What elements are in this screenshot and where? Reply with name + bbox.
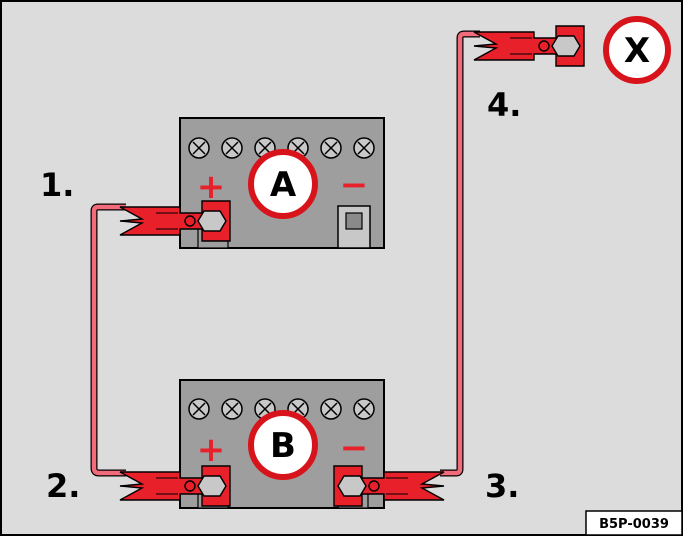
battery-b-plus-sign: + bbox=[197, 430, 226, 470]
jump-cable-positive bbox=[90, 203, 126, 477]
clamp-1-battery-a-positive bbox=[119, 200, 231, 242]
jump-cable-negative bbox=[440, 30, 480, 477]
battery-b-badge: B bbox=[248, 410, 318, 480]
step-label-1: 1. bbox=[40, 166, 74, 204]
battery-a: + − A bbox=[179, 117, 385, 249]
battery-a-minus-sign: − bbox=[340, 165, 369, 205]
clamp-4-ground bbox=[473, 25, 585, 67]
battery-b-minus-sign: − bbox=[340, 428, 369, 468]
battery-a-letter: A bbox=[270, 165, 297, 205]
ground-point-letter: X bbox=[624, 31, 650, 71]
figure-code: B5P-0039 bbox=[599, 517, 669, 532]
battery-a-badge: A bbox=[248, 149, 318, 219]
step-label-2: 2. bbox=[46, 467, 80, 505]
ground-point-badge: X bbox=[603, 16, 671, 84]
battery-b-letter: B bbox=[270, 426, 296, 466]
step-label-4: 4. bbox=[487, 86, 521, 124]
clamp-3-battery-b-negative bbox=[333, 465, 445, 507]
figure-code-box: B5P-0039 bbox=[585, 510, 683, 536]
clamp-2-battery-b-positive bbox=[119, 465, 231, 507]
step-label-3: 3. bbox=[485, 467, 519, 505]
